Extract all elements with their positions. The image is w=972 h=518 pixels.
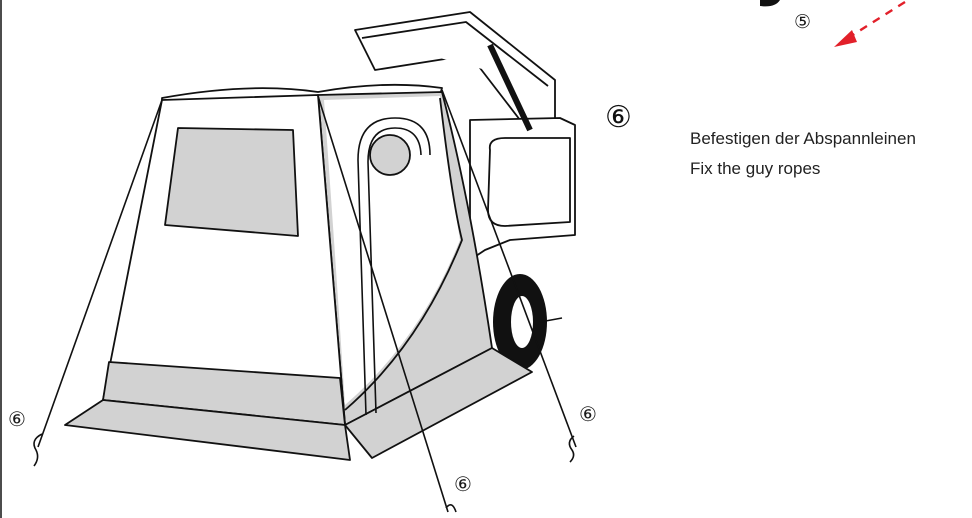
direction-arrow: [834, 0, 906, 47]
guy-rope-left: [37, 99, 163, 448]
vehicle-window: [487, 137, 571, 227]
callout-prev-step: ⑤: [794, 11, 811, 33]
arrow-shaft: [847, 0, 906, 40]
ground-sheet-side: [344, 347, 533, 459]
rope-hook-left: [33, 433, 43, 467]
tent-side-door-edge: [344, 97, 463, 411]
caption-english: Fix the guy ropes: [690, 159, 821, 178]
caption-german: Befestigen der Abspannleinen: [690, 129, 916, 148]
spare-tyre: [493, 274, 563, 370]
step-caption: Befestigen der Abspannleinen Fix the guy…: [690, 124, 916, 184]
vehicle: [354, 11, 576, 261]
tent-porthole: [369, 134, 411, 176]
tent-door-zip-inner: [367, 127, 422, 414]
tyre-bracket: [539, 317, 563, 323]
guy-ropes: [33, 89, 577, 513]
rope-hook-center: [445, 504, 457, 513]
guy-rope-right: [441, 89, 577, 448]
tent: [64, 83, 533, 461]
callout-rope-center: ⑥: [454, 472, 472, 496]
step-number: ⑥: [605, 100, 632, 135]
arrow-head: [834, 30, 857, 47]
rope-hook-right: [568, 435, 575, 463]
partial-shape-top: [760, 0, 780, 7]
tent-window: [164, 127, 299, 237]
callout-rope-left: ⑥: [8, 407, 26, 431]
ground-sheet-front: [64, 399, 351, 461]
callout-rope-right: ⑥: [579, 402, 597, 426]
tyre-inner: [511, 296, 533, 348]
tent-door-zip: [357, 117, 431, 416]
tailgate-strut: [487, 43, 533, 132]
guy-rope-center: [317, 95, 449, 513]
